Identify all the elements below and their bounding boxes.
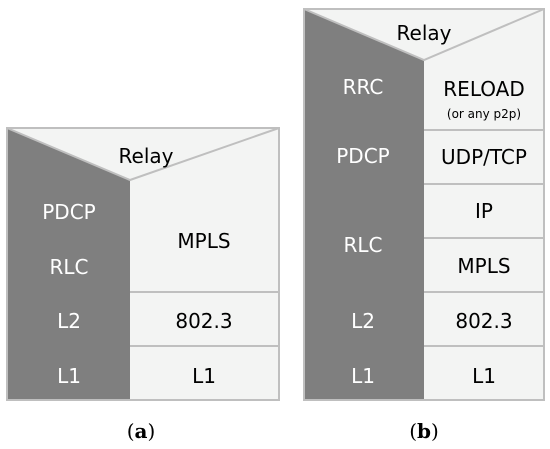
diagram-b-relay-funnel <box>303 8 545 62</box>
diagram-b-caption: (b) <box>409 419 439 443</box>
diagram-b-cell-l1: L1 <box>472 364 496 388</box>
diagram-b-cell-reload-note: (or any p2p) <box>447 107 521 121</box>
diagram-b-left-column <box>304 9 424 400</box>
diagram-b-label-rrc: RRC <box>343 75 384 99</box>
diagram-b-cell-mpls: MPLS <box>457 254 510 278</box>
diagram-b-cell-reload: RELOAD <box>443 77 524 101</box>
diagram-a-cell-l1: L1 <box>192 364 216 388</box>
diagram-b-label-rlc: RLC <box>343 233 382 257</box>
diagram-a-label-l2: L2 <box>57 309 81 333</box>
diagram-b-label-l1: L1 <box>351 364 375 388</box>
diagram-a: Relay PDCP RLC L2 L1 MPLS 802.3 L1 (a) <box>6 127 280 443</box>
diagram-a-label-pdcp: PDCP <box>42 200 96 224</box>
diagram-b-label-pdcp: PDCP <box>336 144 390 168</box>
diagram-a-border <box>6 127 280 401</box>
diagram-a-label-rlc: RLC <box>49 255 88 279</box>
diagram-b-border <box>303 8 545 401</box>
diagram-a-cell-8023: 802.3 <box>175 309 232 333</box>
diagram-b-label-l2: L2 <box>351 309 375 333</box>
diagram-a-cell-mpls: MPLS <box>177 229 230 253</box>
diagram-a-relay-funnel <box>6 127 280 182</box>
diagram-b-cell-ip: IP <box>475 199 493 223</box>
diagram-b-cell-udptcp: UDP/TCP <box>441 145 527 169</box>
diagram-a-relay-label: Relay <box>119 144 174 168</box>
diagram-b-cell-8023: 802.3 <box>455 309 512 333</box>
diagram-b: Relay RRC PDCP RLC L2 L1 RELOAD (or any … <box>303 8 545 443</box>
diagram-a-left-column <box>7 128 130 400</box>
diagram-b-relay-label: Relay <box>397 21 452 45</box>
diagram-a-label-l1: L1 <box>57 364 81 388</box>
diagram-a-caption: (a) <box>127 419 156 443</box>
